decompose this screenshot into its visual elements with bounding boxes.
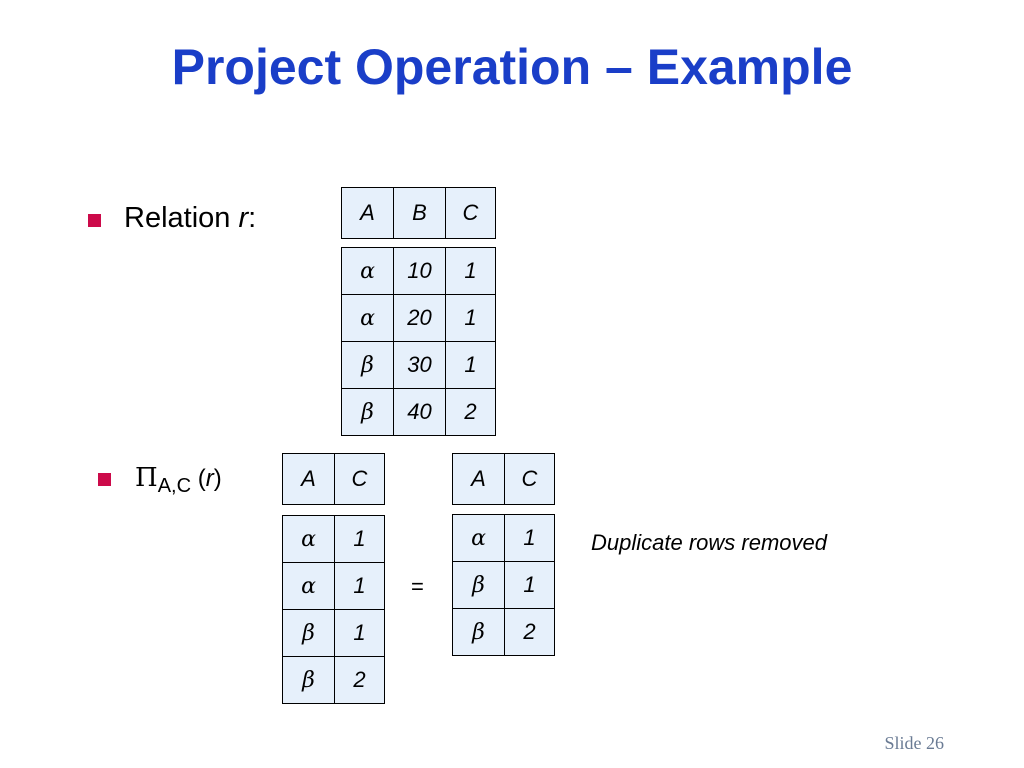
cell: β	[341, 341, 394, 389]
table-row: A C	[452, 453, 555, 505]
relation-label-var: r	[238, 202, 249, 234]
table-row: A B C	[341, 187, 496, 239]
header-cell: C	[445, 187, 496, 239]
slide-title: Project Operation – Example	[171, 39, 853, 95]
cell: 1	[445, 247, 496, 295]
projection-subscript: A,C	[157, 475, 192, 498]
header-cell: C	[334, 453, 385, 505]
header-cell: A	[452, 453, 505, 505]
projection-close-paren: )	[213, 465, 222, 492]
projection-label: ΠA,C (r)	[135, 462, 222, 498]
cell: 1	[334, 562, 385, 610]
cell: α	[341, 294, 394, 342]
relation-label-suffix: :	[248, 202, 257, 234]
cell: β	[452, 608, 505, 656]
table-row: A C	[282, 453, 385, 505]
cell: α	[282, 562, 335, 610]
cell: β	[282, 656, 335, 704]
pi-symbol: Π	[135, 463, 158, 493]
bullet-icon	[98, 473, 111, 486]
table-row: β 2	[452, 608, 555, 656]
bullet-icon	[88, 214, 101, 227]
slide-number: Slide 26	[884, 733, 944, 753]
cell: 1	[445, 341, 496, 389]
header-cell: A	[341, 187, 394, 239]
table-row: α 1	[282, 562, 385, 610]
cell: 1	[445, 294, 496, 342]
projection-result-body: α 1 β 1 β 2	[452, 514, 555, 656]
projection-var: r	[205, 465, 214, 492]
relation-r-body: α 10 1 α 20 1 β 30 1 β 40 2	[341, 247, 496, 436]
header-cell: C	[504, 453, 555, 505]
table-row: β 40 2	[341, 388, 496, 436]
projection-full-body: α 1 α 1 β 1 β 2	[282, 515, 385, 704]
cell: 1	[504, 514, 555, 562]
duplicate-note: Duplicate rows removed	[591, 530, 827, 555]
cell: α	[282, 515, 335, 563]
cell: 2	[445, 388, 496, 436]
cell: 20	[393, 294, 446, 342]
projection-full-header: A C	[282, 453, 385, 505]
header-cell: A	[282, 453, 335, 505]
equals-sign: =	[411, 574, 424, 599]
relation-r-header: A B C	[341, 187, 496, 239]
cell: β	[341, 388, 394, 436]
relation-label-prefix: Relation	[124, 202, 239, 234]
table-row: β 1	[452, 561, 555, 609]
projection-result-header: A C	[452, 453, 555, 505]
relation-label: Relation r:	[124, 202, 256, 235]
cell: 2	[334, 656, 385, 704]
table-row: α 1	[282, 515, 385, 563]
table-row: β 2	[282, 656, 385, 704]
table-row: β 1	[282, 609, 385, 657]
cell: 40	[393, 388, 446, 436]
table-row: α 1	[452, 514, 555, 562]
table-row: α 10 1	[341, 247, 496, 295]
header-cell: B	[393, 187, 446, 239]
cell: 1	[504, 561, 555, 609]
projection-open-paren: (	[191, 465, 206, 492]
cell: 1	[334, 515, 385, 563]
table-row: α 20 1	[341, 294, 496, 342]
table-row: β 30 1	[341, 341, 496, 389]
cell: 1	[334, 609, 385, 657]
cell: 10	[393, 247, 446, 295]
cell: β	[452, 561, 505, 609]
cell: 30	[393, 341, 446, 389]
cell: α	[341, 247, 394, 295]
cell: β	[282, 609, 335, 657]
cell: α	[452, 514, 505, 562]
cell: 2	[504, 608, 555, 656]
